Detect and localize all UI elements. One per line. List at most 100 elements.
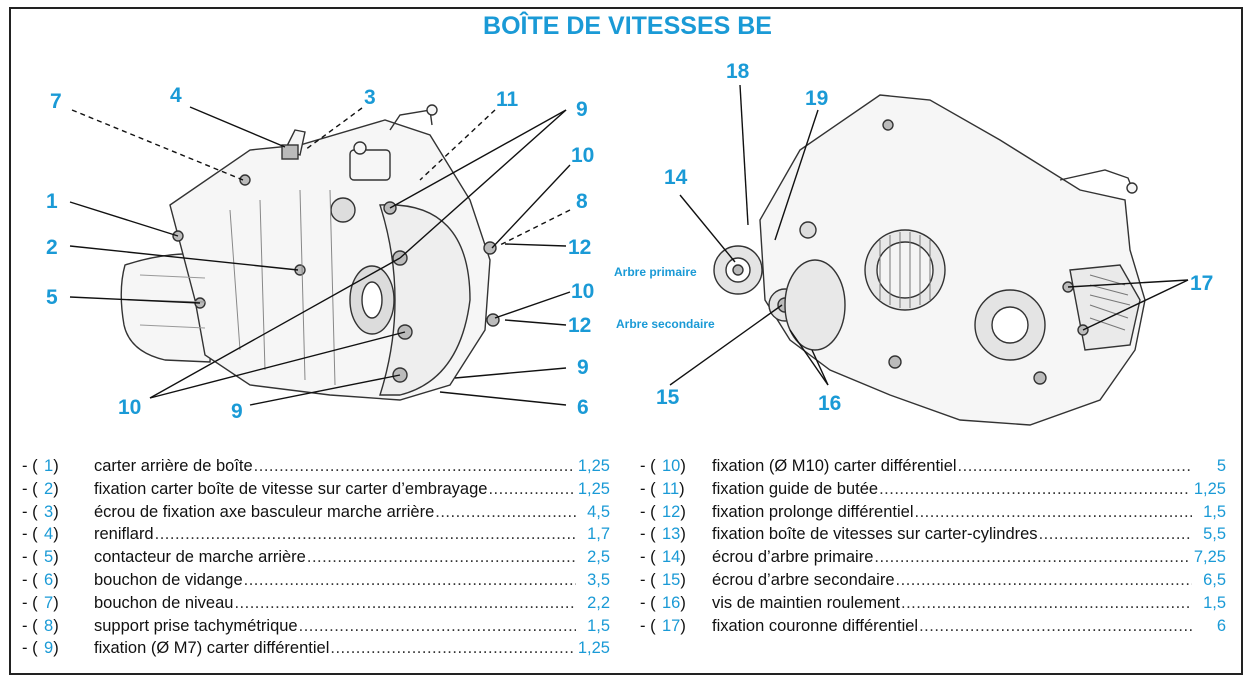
legend-row: - (1)carter arrière de boîte1,25	[22, 457, 610, 480]
callout-19: 19	[805, 87, 828, 110]
legend-description: fixation (Ø M10) carter différentiel	[712, 457, 1192, 476]
legend-torque-value: 1,25	[577, 479, 610, 498]
legend-description-text: fixation (Ø M7) carter différentiel	[94, 639, 330, 658]
leader-dots	[435, 503, 576, 522]
callout-7: 5	[46, 286, 58, 309]
legend-number-close: )	[53, 616, 59, 635]
legend-number-value: 12	[662, 502, 681, 521]
legend-number-close: )	[680, 502, 686, 521]
legend-dash: - (	[22, 479, 38, 498]
label-arbre-secondaire: Arbre secondaire	[616, 317, 715, 331]
legend-dash: - (	[640, 593, 656, 612]
legend-row: - ( 2)fixation carter boîte de vitesse su…	[22, 480, 610, 503]
legend-number-value: 13	[662, 525, 681, 544]
legend-description-text: fixation couronne différentiel	[712, 616, 919, 635]
legend-number: 10)	[662, 457, 712, 476]
legend-description-text: écrou d’arbre secondaire	[712, 570, 895, 589]
legend-number: 15)	[662, 571, 712, 590]
legend-number-value: 8	[44, 616, 54, 635]
legend-number-close: )	[680, 525, 686, 544]
legend-number: 1)	[44, 457, 94, 476]
legend-row: - ( 16)vis de maintien roulement 1,5	[640, 594, 1226, 617]
legend-description: vis de maintien roulement	[712, 594, 1192, 613]
legend-description: bouchon de niveau	[94, 594, 576, 613]
legend-torque-value: 2,2	[587, 593, 610, 612]
legend-dash: - (	[640, 570, 656, 589]
callout-9-bottom: 9	[231, 400, 243, 423]
legend-number-close: )	[53, 548, 59, 567]
legend-number-value: 10	[662, 457, 681, 475]
legend-number: 2)	[44, 480, 94, 499]
legend-row: - (9)fixation (Ø M7) carter différentiel…	[22, 639, 610, 662]
legend-number-value: 5	[44, 548, 54, 567]
legend-dash: - (	[640, 479, 656, 498]
legend-description-text: fixation prolonge différentiel	[712, 502, 914, 521]
legend-number-value: 1	[44, 457, 54, 475]
legend-number: 8)	[44, 617, 94, 636]
leader-dots	[234, 594, 576, 613]
legend-number: 5)	[44, 548, 94, 567]
legend-torque-value: 3,5	[587, 570, 610, 589]
legend-number-close: )	[53, 639, 59, 658]
legend-torque-value: 1,5	[1203, 593, 1226, 612]
leader-dots	[244, 571, 576, 590]
legend-description-text: vis de maintien roulement	[712, 593, 901, 612]
legend-description-text: fixation (Ø M10) carter différentiel	[712, 457, 957, 475]
leader-dots	[488, 480, 573, 499]
legend-dash: - (	[22, 457, 38, 475]
callout-6: 6	[577, 396, 589, 419]
legend-number-close: )	[680, 457, 686, 475]
legend-description: fixation guide de butée	[712, 480, 1190, 499]
leader-dots	[155, 525, 576, 544]
legend-torque-value: 7,25	[1193, 548, 1226, 567]
legend-description-text: écrou d’arbre primaire	[712, 548, 874, 567]
legend-torque-value: 6,5	[1203, 570, 1226, 589]
legend-number: 4)	[44, 525, 94, 544]
callout-10-top: 10	[571, 144, 594, 167]
legend-dash: - (	[640, 548, 656, 567]
legend-number-close: )	[53, 570, 59, 589]
legend-description: contacteur de marche arrière	[94, 548, 576, 567]
callout-10-mid: 10	[571, 280, 594, 303]
leader-dots	[896, 571, 1192, 590]
legend-description-text: contacteur de marche arrière	[94, 548, 306, 567]
callout-2: 2	[46, 236, 58, 259]
legend-row: - ( 15)écrou d’arbre secondaire 6,5	[640, 571, 1226, 594]
legend-number-value: 4	[44, 525, 54, 544]
right-leader-lines	[669, 84, 1189, 386]
callout-3: 3	[364, 86, 376, 109]
legend-description: fixation prolonge différentiel	[712, 503, 1192, 522]
legend-description-text: fixation guide de butée	[712, 479, 879, 498]
legend-dash: - (	[22, 570, 38, 589]
legend-row: - (5)contacteur de marche arrière2,5	[22, 548, 610, 571]
legend-torque-value: 6	[1216, 616, 1226, 635]
legend-number-close: )	[680, 548, 686, 567]
legend-number-value: 14	[662, 548, 681, 567]
callout-12-top: 12	[568, 236, 591, 259]
legend-torque-value: 1,5	[1203, 502, 1226, 521]
legend-description-text: carter arrière de boîte	[94, 457, 253, 475]
legend-number: 9)	[44, 639, 94, 658]
legend-number-close: )	[53, 525, 59, 544]
legend-dash: - (	[640, 502, 656, 521]
legend-number-close: )	[53, 479, 59, 498]
legend-number-value: 7	[44, 593, 54, 612]
legend-torque-value: 1,25	[1193, 479, 1226, 498]
legend-row: - ( 11) fixation guide de butée 1,25	[640, 480, 1226, 503]
legend-row: - (17)fixation couronne différentiel6	[640, 617, 1226, 640]
legend-number: 14)	[662, 548, 712, 567]
legend-number: 7)	[44, 594, 94, 613]
legend-number-value: 11	[662, 479, 680, 498]
legend-row: - (14)écrou d’arbre primaire7,25	[640, 548, 1226, 571]
legend-description-text: écrou de fixation axe basculeur marche a…	[94, 502, 435, 521]
legend-description: fixation carter boîte de vitesse sur car…	[94, 480, 574, 499]
legend-torque-value: 1,25	[577, 639, 610, 658]
legend-number: 16)	[662, 594, 712, 613]
legend-number: 13)	[662, 525, 712, 544]
gearbox-right-illustration	[713, 94, 1146, 426]
legend-number-close: )	[679, 479, 685, 498]
legend-dash: - (	[640, 616, 656, 635]
legend-number-close: )	[680, 593, 686, 612]
leader-dots	[254, 457, 574, 476]
